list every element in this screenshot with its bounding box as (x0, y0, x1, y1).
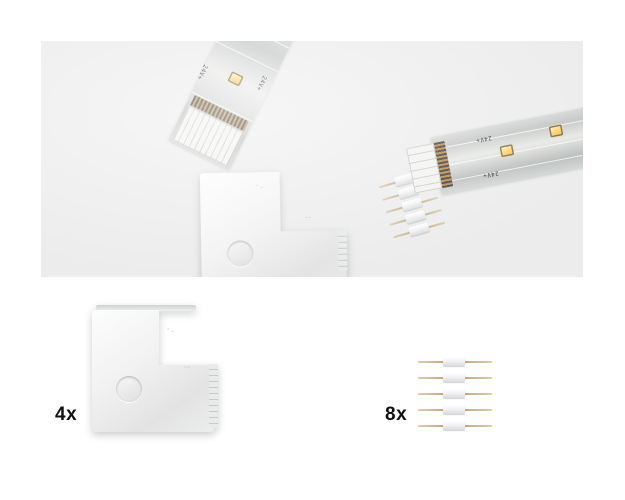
led-strip-right: 24V+ 24V+ (406, 96, 583, 195)
led-strip-left: 24V+ 24V+ (168, 41, 296, 170)
corner-connector-item: ⌃⌄ ~~ (92, 305, 218, 432)
connector-screw-hole (116, 376, 142, 402)
strip-voltage-label: 24V+ (195, 63, 209, 81)
quantity-label-pin-connector: 8x (385, 404, 408, 425)
quantity-label-corner-connector: 4x (55, 404, 78, 425)
connector-body (92, 310, 214, 432)
strip-voltage-label: 24V+ (475, 133, 493, 144)
connector-contact-teeth (209, 364, 218, 428)
led-chip (227, 71, 244, 87)
connector-arrow-mark: ⌃⌄ (255, 184, 265, 191)
led-chip (548, 124, 564, 138)
connector-top-cap (96, 305, 196, 311)
connector-brand-mark: ~~ (304, 215, 312, 222)
pin-connector-item (418, 357, 492, 432)
strip-voltage-label: 24V+ (482, 169, 500, 180)
l-corner-connector: ⌃⌄ ~~ (200, 171, 348, 277)
connector-contact-teeth (337, 230, 348, 271)
main-product-photo: 24V+ 24V+ ⌃⌄ ~~ (41, 41, 583, 277)
strip-voltage-label: 24V+ (254, 74, 269, 92)
connector-body (200, 171, 347, 277)
led-chip (499, 144, 515, 158)
connector-brand-mark: ~~ (184, 365, 191, 371)
connector-arrow-mark: ⌃⌄ (166, 328, 175, 334)
